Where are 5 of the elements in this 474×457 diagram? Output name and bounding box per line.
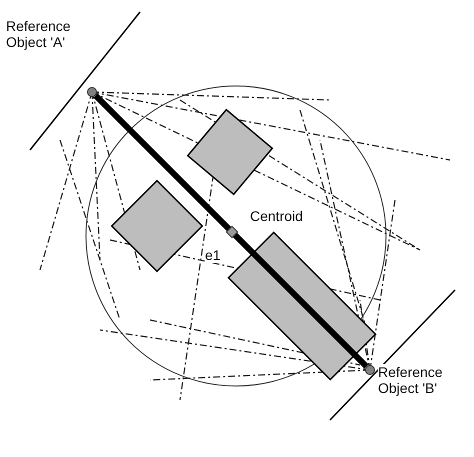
edge-label: e1 (205, 247, 221, 263)
axis-line (93, 93, 369, 369)
reference-point (365, 365, 375, 375)
reference-point (87, 87, 97, 97)
centroid-label: Centroid (250, 208, 303, 224)
